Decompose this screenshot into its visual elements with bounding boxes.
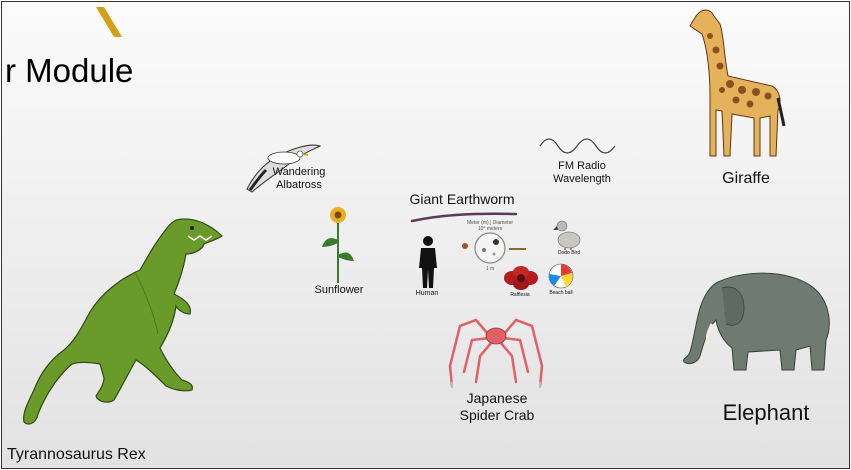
spider-crab-label-1: Japanese: [466, 390, 528, 406]
spider-crab-label-2: Spider Crab: [459, 406, 535, 423]
trex-dinosaur-icon: [23, 218, 223, 425]
rafflesia-flower-icon: [504, 266, 538, 290]
elephant-icon: [683, 272, 830, 371]
albatross-label-2: Albatross: [276, 179, 322, 192]
sunflower-label: Sunflower: [314, 284, 364, 296]
meter-label-1: Meter (m) | Diameter: [466, 220, 514, 226]
rafflesia-label: Rafflesia: [510, 292, 530, 298]
sunflower-icon: [322, 207, 354, 283]
elephant-label: Elephant: [722, 400, 810, 425]
spider-crab-icon: [448, 318, 544, 388]
sine-wave-icon: [539, 138, 616, 154]
dodo-bird-icon: [553, 220, 581, 250]
earthworm-label: Giant Earthworm: [409, 191, 515, 207]
trex-label: Tyrannosaurus Rex: [7, 446, 146, 463]
beach-ball-label: Beach ball: [549, 290, 573, 296]
human-label: Human: [415, 290, 439, 297]
meter-label-2: 10° meters: [477, 226, 503, 232]
fm-radio-label-1: FM Radio: [558, 160, 606, 172]
albatross-icon: [246, 144, 322, 193]
beach-ball-icon: [548, 263, 574, 289]
module-title: r Module: [5, 52, 134, 89]
albatross-label-1: Wandering: [272, 166, 326, 178]
small-object-icon: [462, 243, 468, 249]
dodo-label: Dodo Bird: [557, 250, 581, 256]
human-silhouette-icon: [419, 236, 437, 288]
giraffe-icon: [689, 9, 786, 157]
earthworm-icon: [410, 212, 518, 223]
fm-radio-label-2: Wavelength: [553, 173, 611, 186]
meter-circle-icon: [474, 232, 506, 264]
giraffe-label: Giraffe: [722, 170, 770, 187]
meter-scale-label: 1 m: [485, 266, 495, 272]
decorative-gold-stripe: [96, 7, 122, 37]
ant-icon: [509, 248, 526, 250]
